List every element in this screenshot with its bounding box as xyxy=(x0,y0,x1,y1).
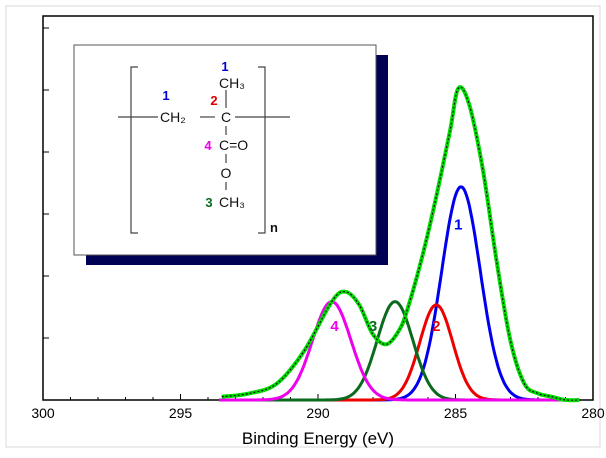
label-1-top: 1 xyxy=(221,59,228,74)
x-tick-label-300: 300 xyxy=(31,405,55,421)
carbon: C xyxy=(221,109,231,125)
y-axis xyxy=(43,27,49,339)
peak-label-4: 4 xyxy=(330,318,339,335)
label-4: 4 xyxy=(204,138,212,153)
inset-box xyxy=(73,44,377,256)
x-tick-label-295: 295 xyxy=(169,405,193,421)
peak-labels: 1 2 3 4 xyxy=(330,216,462,335)
peak-label-2: 2 xyxy=(432,318,440,335)
outer-border xyxy=(5,5,601,448)
left-bracket xyxy=(130,66,138,234)
peak-curve-4 xyxy=(219,300,576,402)
x-axis: 300 295 290 285 280 xyxy=(31,394,605,421)
x-tick-label-280: 280 xyxy=(581,405,605,421)
label-3: 3 xyxy=(205,195,212,210)
x-tick-label-285: 285 xyxy=(444,405,468,421)
ch3-top: CH₃ xyxy=(219,75,245,91)
label-1-left: 1 xyxy=(162,88,169,103)
x-axis-label: Binding Energy (eV) xyxy=(242,429,394,448)
ch2: CH₂ xyxy=(160,109,186,125)
raw-data-curve xyxy=(221,86,580,401)
repeat-n: n xyxy=(270,220,278,235)
label-2: 2 xyxy=(210,93,217,108)
peak-label-1: 1 xyxy=(454,216,462,233)
peak-label-3: 3 xyxy=(369,318,377,335)
right-bracket xyxy=(258,66,266,234)
ch3-bottom: CH₃ xyxy=(219,194,245,210)
x-tick-label-290: 290 xyxy=(306,405,330,421)
carbonyl: C=O xyxy=(219,137,248,153)
structure-inset: 1 CH₃ 2 C 1 CH₂ 4 C=O O 3 CH₃ n xyxy=(73,44,388,265)
ester-oxygen: O xyxy=(221,165,232,181)
curves xyxy=(219,85,580,403)
